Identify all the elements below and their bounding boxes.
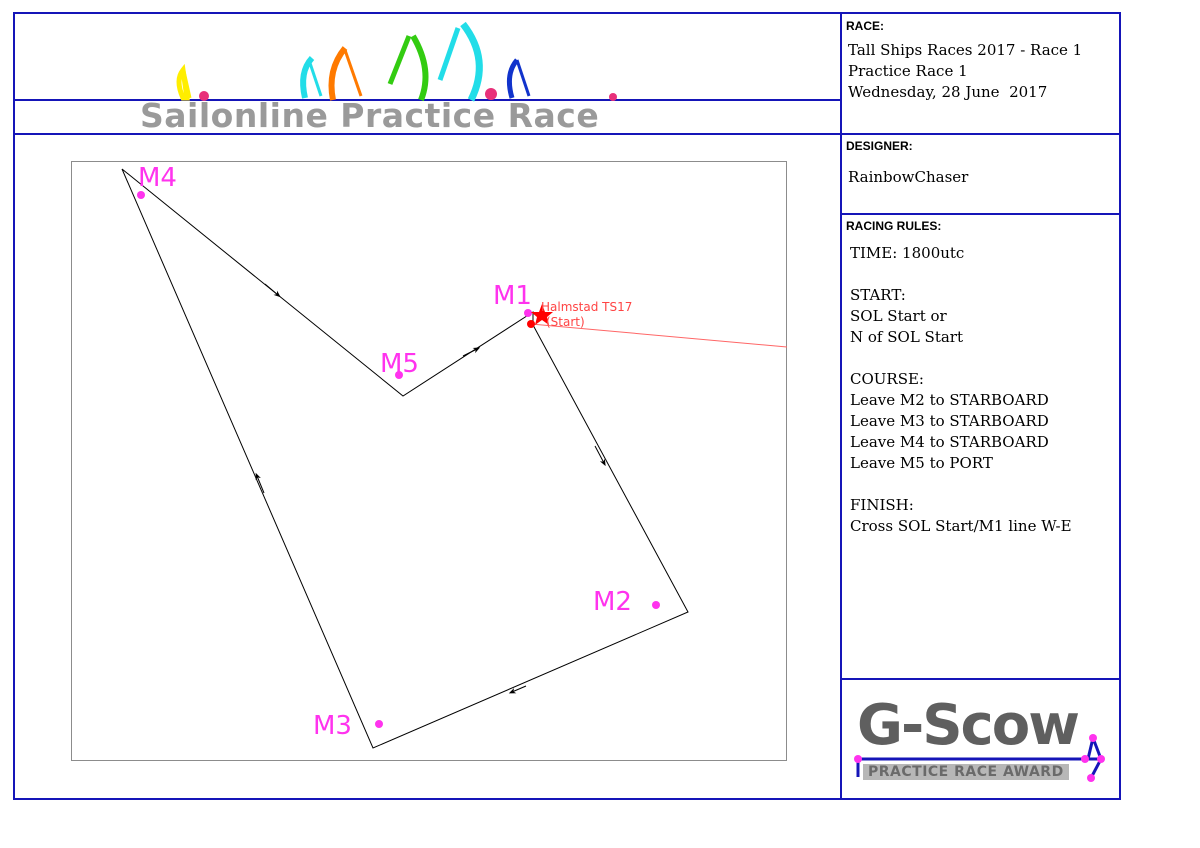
start-line (530, 323, 788, 348)
header-divider (13, 133, 1121, 135)
rule-line: Leave M5 to PORT (850, 454, 993, 472)
sail-orange-icon (328, 46, 348, 101)
mark-m3-label: M3 (313, 711, 352, 741)
sail-yellow-jib-icon (182, 70, 192, 99)
course-route (121, 168, 689, 749)
sail-cyan-1-jib-icon (307, 59, 323, 97)
rule-line: TIME: 1800utc (850, 244, 965, 262)
race-name: Tall Ships Races 2017 - Race 1 (848, 41, 1083, 59)
sail-blue-icon (506, 58, 519, 99)
rules-divider (840, 678, 1121, 680)
course-arrow-icon (594, 445, 606, 467)
mark-m3-dot (375, 720, 383, 728)
sail-yellow-icon (176, 63, 190, 101)
award-decoration-icon (854, 734, 1105, 782)
rule-line: Cross SOL Start/M1 line W-E (850, 517, 1072, 535)
start-label-tag: (Start) (546, 315, 585, 329)
rule-line: FINISH: (850, 496, 914, 514)
mark-dot-icon (485, 88, 497, 100)
rule-line: Leave M3 to STARBOARD (850, 412, 1049, 430)
course-arrow-icon (264, 283, 281, 298)
award-subtitle: PRACTICE RACE AWARD (863, 764, 1069, 780)
rule-line (850, 348, 1072, 369)
rule-line: Leave M4 to STARBOARD (850, 433, 1049, 451)
designer-divider (840, 213, 1121, 215)
rule-line: N of SOL Start (850, 328, 963, 346)
start-point-dot (527, 320, 535, 328)
race-label: RACE: (846, 19, 884, 33)
mark-m5-dot (395, 371, 403, 379)
start-star-icon (531, 304, 553, 325)
rule-line: START: (850, 286, 906, 304)
race-date: Wednesday, 28 June 2017 (848, 83, 1048, 101)
mark-m4-label: M4 (138, 163, 177, 193)
course-arrow-icon (508, 685, 527, 694)
sail-blue-jib-icon (515, 59, 531, 97)
mark-m2-label: M2 (593, 587, 632, 617)
rule-line (850, 474, 1072, 495)
course-arrow-icon (255, 472, 265, 494)
mark-m1-label: M1 (493, 281, 532, 311)
designer-label: DESIGNER: (846, 139, 913, 153)
racing-rules-text: TIME: 1800utc START: SOL Start or N of S… (850, 243, 1072, 537)
mark-m1-dot (524, 309, 532, 317)
sail-orange-jib-icon (343, 49, 363, 97)
sail-cyan-2-icon (460, 21, 483, 102)
banner: Sailonline Practice Race (15, 14, 840, 135)
award-title: G-Scow (857, 693, 1080, 758)
designer-name: RainbowChaser (848, 168, 969, 186)
sail-green-main-icon (410, 34, 429, 102)
race-subtitle: Practice Race 1 (848, 62, 968, 80)
banner-title: Sailonline Practice Race (140, 96, 600, 135)
rule-line: SOL Start or (850, 307, 947, 325)
course-map-frame (71, 161, 787, 761)
outer-frame (13, 12, 1121, 800)
vertical-divider (840, 12, 842, 800)
banner-sails-graphic (15, 21, 840, 102)
course-map: Halmstad TS17 (Start) M1 M2 M3 M4 M5 (121, 163, 788, 749)
mark-dot-icon (199, 91, 209, 101)
sail-cyan-2-jib-icon (437, 27, 461, 81)
course-arrow-icon (462, 347, 481, 357)
mark-m5-label: M5 (380, 349, 419, 379)
rules-label: RACING RULES: (846, 219, 942, 233)
mark-dot-icon (609, 93, 617, 101)
rule-line: COURSE: (850, 370, 924, 388)
mark-m4-dot (137, 191, 145, 199)
start-label-name: Halmstad TS17 (541, 300, 632, 314)
rule-line: Leave M2 to STARBOARD (850, 391, 1049, 409)
rule-line (850, 264, 1072, 285)
sail-green-icon (387, 35, 412, 85)
mark-m2-dot (652, 601, 660, 609)
gscow-award-logo: G-Scow PRACTICE RACE AWARD (843, 680, 1119, 798)
